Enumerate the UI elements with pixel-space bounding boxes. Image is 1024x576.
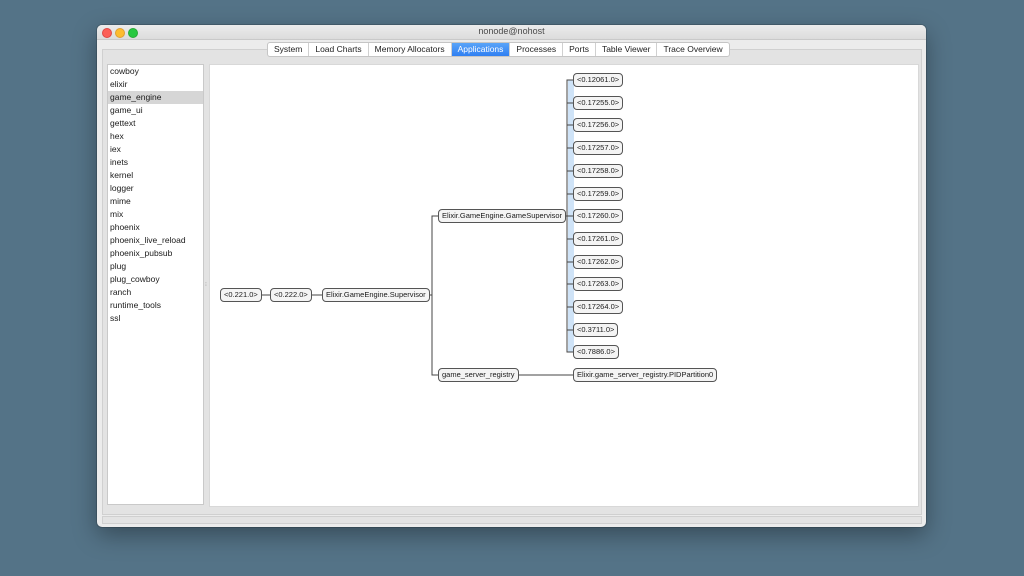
tree-node[interactable]: <0.17259.0> (573, 186, 624, 201)
tab-trace-overview[interactable]: Trace Overview (663, 44, 723, 54)
window-title: nonode@nohost (478, 26, 545, 36)
application-item[interactable]: ssl (110, 313, 121, 323)
application-item[interactable]: game_engine (108, 91, 203, 104)
tree-node[interactable]: Elixir.game_server_registry.PIDPartition… (573, 368, 718, 382)
application-item[interactable]: inets (110, 157, 128, 167)
close-window-button[interactable] (102, 28, 112, 38)
title-bar: nonode@nohost (97, 25, 926, 40)
application-item[interactable]: plug (110, 261, 127, 271)
application-item[interactable]: phoenix (110, 222, 140, 232)
tree-node[interactable]: <0.17261.0> (573, 231, 624, 246)
tab-memory-allocators[interactable]: Memory Allocators (369, 43, 452, 56)
application-item[interactable]: elixir (110, 79, 128, 89)
tree-edges (262, 79, 574, 376)
tree-edge (430, 294, 438, 376)
tab-load-charts[interactable]: Load Charts (309, 43, 369, 56)
status-bar (102, 516, 922, 524)
tree-node[interactable]: <0.17255.0> (573, 95, 624, 110)
application-item[interactable]: ranch (110, 287, 132, 297)
tree-edge (430, 215, 438, 296)
tree-node[interactable]: game_server_registry (438, 368, 519, 382)
tab-applications[interactable]: Applications (451, 43, 511, 56)
tree-node[interactable]: Elixir.GameEngine.GameSupervisor (438, 209, 567, 223)
tab-processes[interactable]: Processes (510, 43, 564, 56)
tree-node[interactable]: <0.17260.0> (573, 209, 624, 224)
tree-node[interactable]: <0.222.0> (270, 288, 312, 302)
application-item[interactable]: runtime_tools (110, 300, 162, 310)
application-item[interactable]: mime (110, 196, 131, 206)
tab-system[interactable]: System (268, 43, 310, 56)
tree-node[interactable]: <0.17262.0> (573, 254, 624, 269)
application-item[interactable]: phoenix_live_reload (110, 235, 186, 245)
application-item[interactable]: game_ui (110, 105, 143, 115)
tree-node[interactable]: <0.12061.0> (573, 73, 624, 87)
tree-node[interactable]: <0.17258.0> (573, 163, 624, 178)
tree-node[interactable]: <0.7886.0> (573, 345, 619, 360)
tree-node[interactable]: <0.3711.0> (573, 322, 619, 337)
tree-node[interactable]: Elixir.GameEngine.Supervisor (322, 288, 430, 302)
minimize-window-button[interactable] (115, 28, 125, 38)
tab-ports[interactable]: Ports (563, 43, 596, 56)
tree-node[interactable]: <0.17257.0> (573, 141, 624, 156)
application-item[interactable]: hex (110, 131, 124, 141)
tree-edge (566, 215, 573, 353)
application-item[interactable]: plug_cowboy (110, 274, 160, 284)
application-item[interactable]: iex (110, 144, 121, 154)
application-item[interactable]: kernel (110, 170, 134, 180)
application-item[interactable]: phoenix_pubsub (110, 248, 173, 258)
application-item[interactable]: logger (110, 183, 134, 193)
tree-node[interactable]: <0.221.0> (220, 288, 262, 302)
application-item[interactable]: gettext (110, 118, 136, 128)
application-item[interactable]: mix (110, 209, 124, 219)
splitter-handle[interactable]: ⁝ (205, 282, 207, 288)
tree-node[interactable]: <0.17263.0> (573, 277, 624, 292)
zoom-window-button[interactable] (128, 28, 138, 38)
supervision-tree-view[interactable]: <0.221.0> <0.222.0> Elixir.GameEngine.Supe… (209, 64, 919, 507)
tab-table-viewer[interactable]: Table Viewer (596, 43, 658, 56)
tree-node[interactable]: <0.17256.0> (573, 118, 624, 133)
tree-node[interactable]: <0.17264.0> (573, 300, 624, 314)
application-item[interactable]: cowboy (110, 66, 139, 76)
